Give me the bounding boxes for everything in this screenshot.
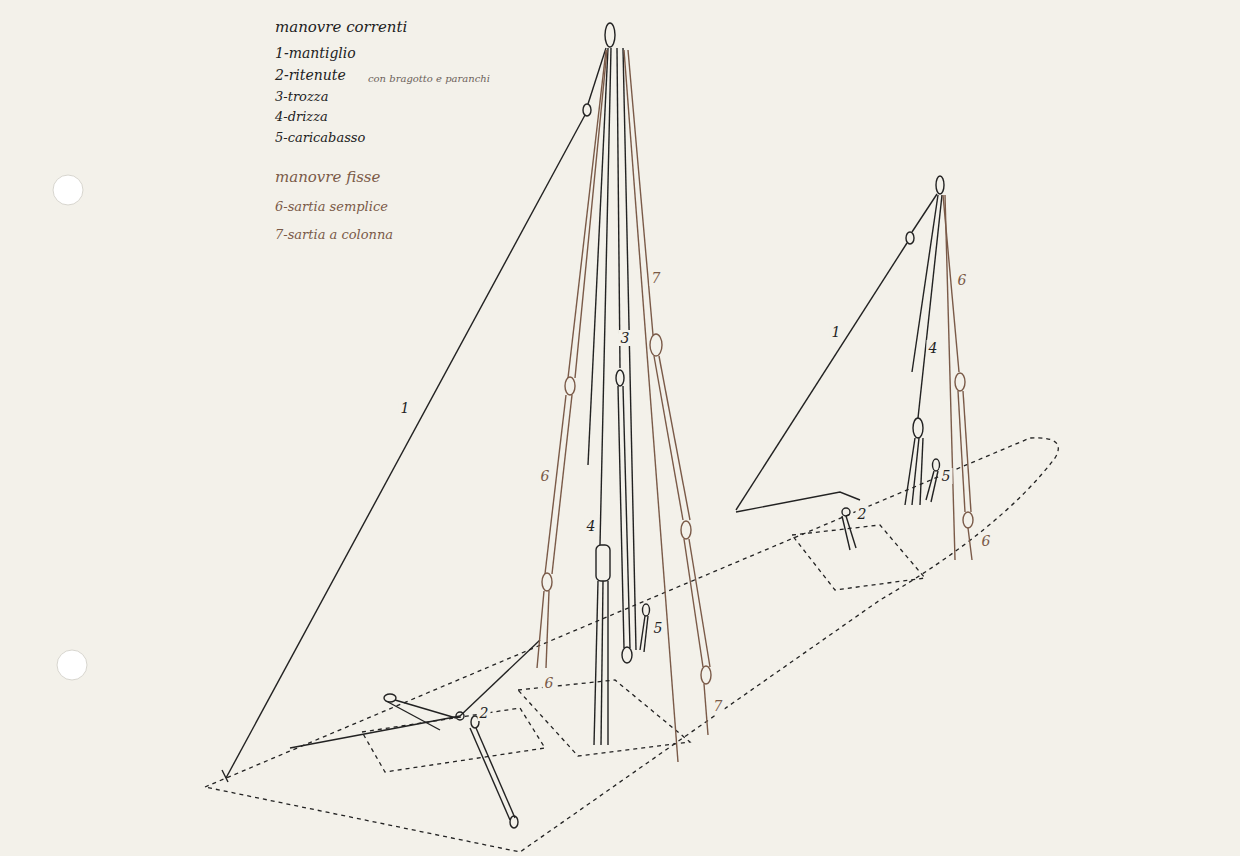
legend-text: 6-sartia semplice	[275, 200, 388, 213]
standing-rigging	[537, 50, 973, 762]
callout-number: 6	[980, 533, 993, 549]
legend-text: 1-mantiglio	[275, 46, 356, 60]
callout-number: 1	[399, 400, 412, 416]
legend-text: 2-ritenute	[275, 68, 346, 82]
punch-hole	[57, 650, 87, 680]
hull-outline	[205, 438, 1058, 852]
legend-text: 4-drizza	[275, 110, 328, 123]
callout-number: 7	[650, 270, 663, 286]
legend-text: 7-sartia a colonna	[275, 228, 393, 241]
callout-number: 6	[543, 675, 556, 691]
legend-text: 5-caricabasso	[275, 131, 365, 144]
callout-number: 6	[956, 272, 969, 288]
legend-text: 3-trozza	[275, 90, 328, 103]
running-rigging	[222, 23, 944, 828]
legend-text: manovre correnti	[275, 20, 407, 35]
callout-number: 5	[940, 468, 953, 484]
callout-number: 5	[652, 620, 665, 636]
callout-number: 4	[585, 518, 598, 534]
callout-number: 2	[856, 506, 869, 522]
legend-text: con bragotto e paranchi	[368, 74, 490, 84]
callout-number: 3	[619, 330, 632, 346]
callout-number: 1	[830, 324, 843, 340]
legend-text: manovre fisse	[275, 170, 380, 185]
callout-number: 7	[712, 698, 725, 714]
callout-number: 4	[927, 340, 940, 356]
punch-hole	[53, 175, 83, 205]
callout-number: 2	[478, 705, 491, 721]
callout-number: 6	[539, 468, 552, 484]
